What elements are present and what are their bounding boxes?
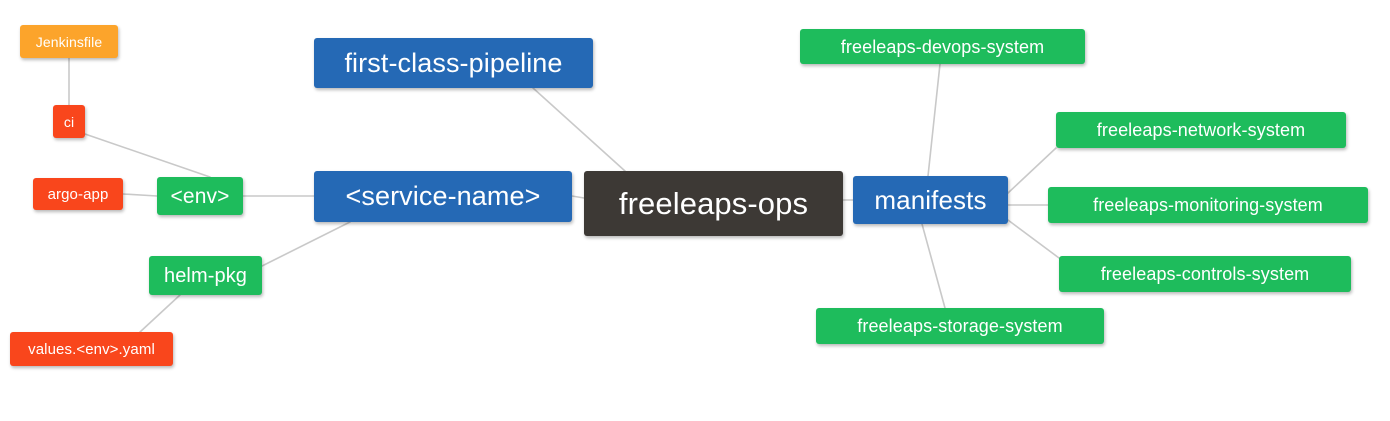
- node-monitoring-system[interactable]: freeleaps-monitoring-system: [1048, 187, 1368, 223]
- node-storage-system[interactable]: freeleaps-storage-system: [816, 308, 1104, 344]
- node-devops-system[interactable]: freeleaps-devops-system: [800, 29, 1085, 64]
- node-jenkinsfile[interactable]: Jenkinsfile: [20, 25, 118, 58]
- edge-ci-to-env: [84, 133, 211, 178]
- edge-service-name-to-freeleaps-ops: [571, 195, 585, 199]
- node-freeleaps-ops[interactable]: freeleaps-ops: [584, 171, 843, 236]
- node-helm-pkg[interactable]: helm-pkg: [149, 256, 262, 295]
- node-manifests[interactable]: manifests: [853, 176, 1008, 224]
- node-env[interactable]: <env>: [157, 177, 243, 215]
- edge-first-class-pipeline-to-freeleaps-ops: [532, 87, 626, 172]
- node-controls-system[interactable]: freeleaps-controls-system: [1059, 256, 1351, 292]
- node-network-system[interactable]: freeleaps-network-system: [1056, 112, 1346, 148]
- edge-values-yaml-to-helm-pkg: [139, 294, 181, 333]
- edge-argo-app-to-env: [122, 193, 158, 197]
- edge-controls-system-to-manifests: [1007, 219, 1060, 259]
- node-service-name[interactable]: <service-name>: [314, 171, 572, 222]
- node-first-class-pipeline[interactable]: first-class-pipeline: [314, 38, 593, 88]
- edge-devops-system-to-manifests: [927, 63, 941, 177]
- node-ci[interactable]: ci: [53, 105, 85, 138]
- edge-helm-pkg-to-service-name: [261, 221, 351, 267]
- edge-network-system-to-manifests: [1007, 147, 1057, 194]
- node-values-yaml[interactable]: values.<env>.yaml: [10, 332, 173, 366]
- node-argo-app[interactable]: argo-app: [33, 178, 123, 210]
- edge-storage-system-to-manifests: [921, 223, 946, 309]
